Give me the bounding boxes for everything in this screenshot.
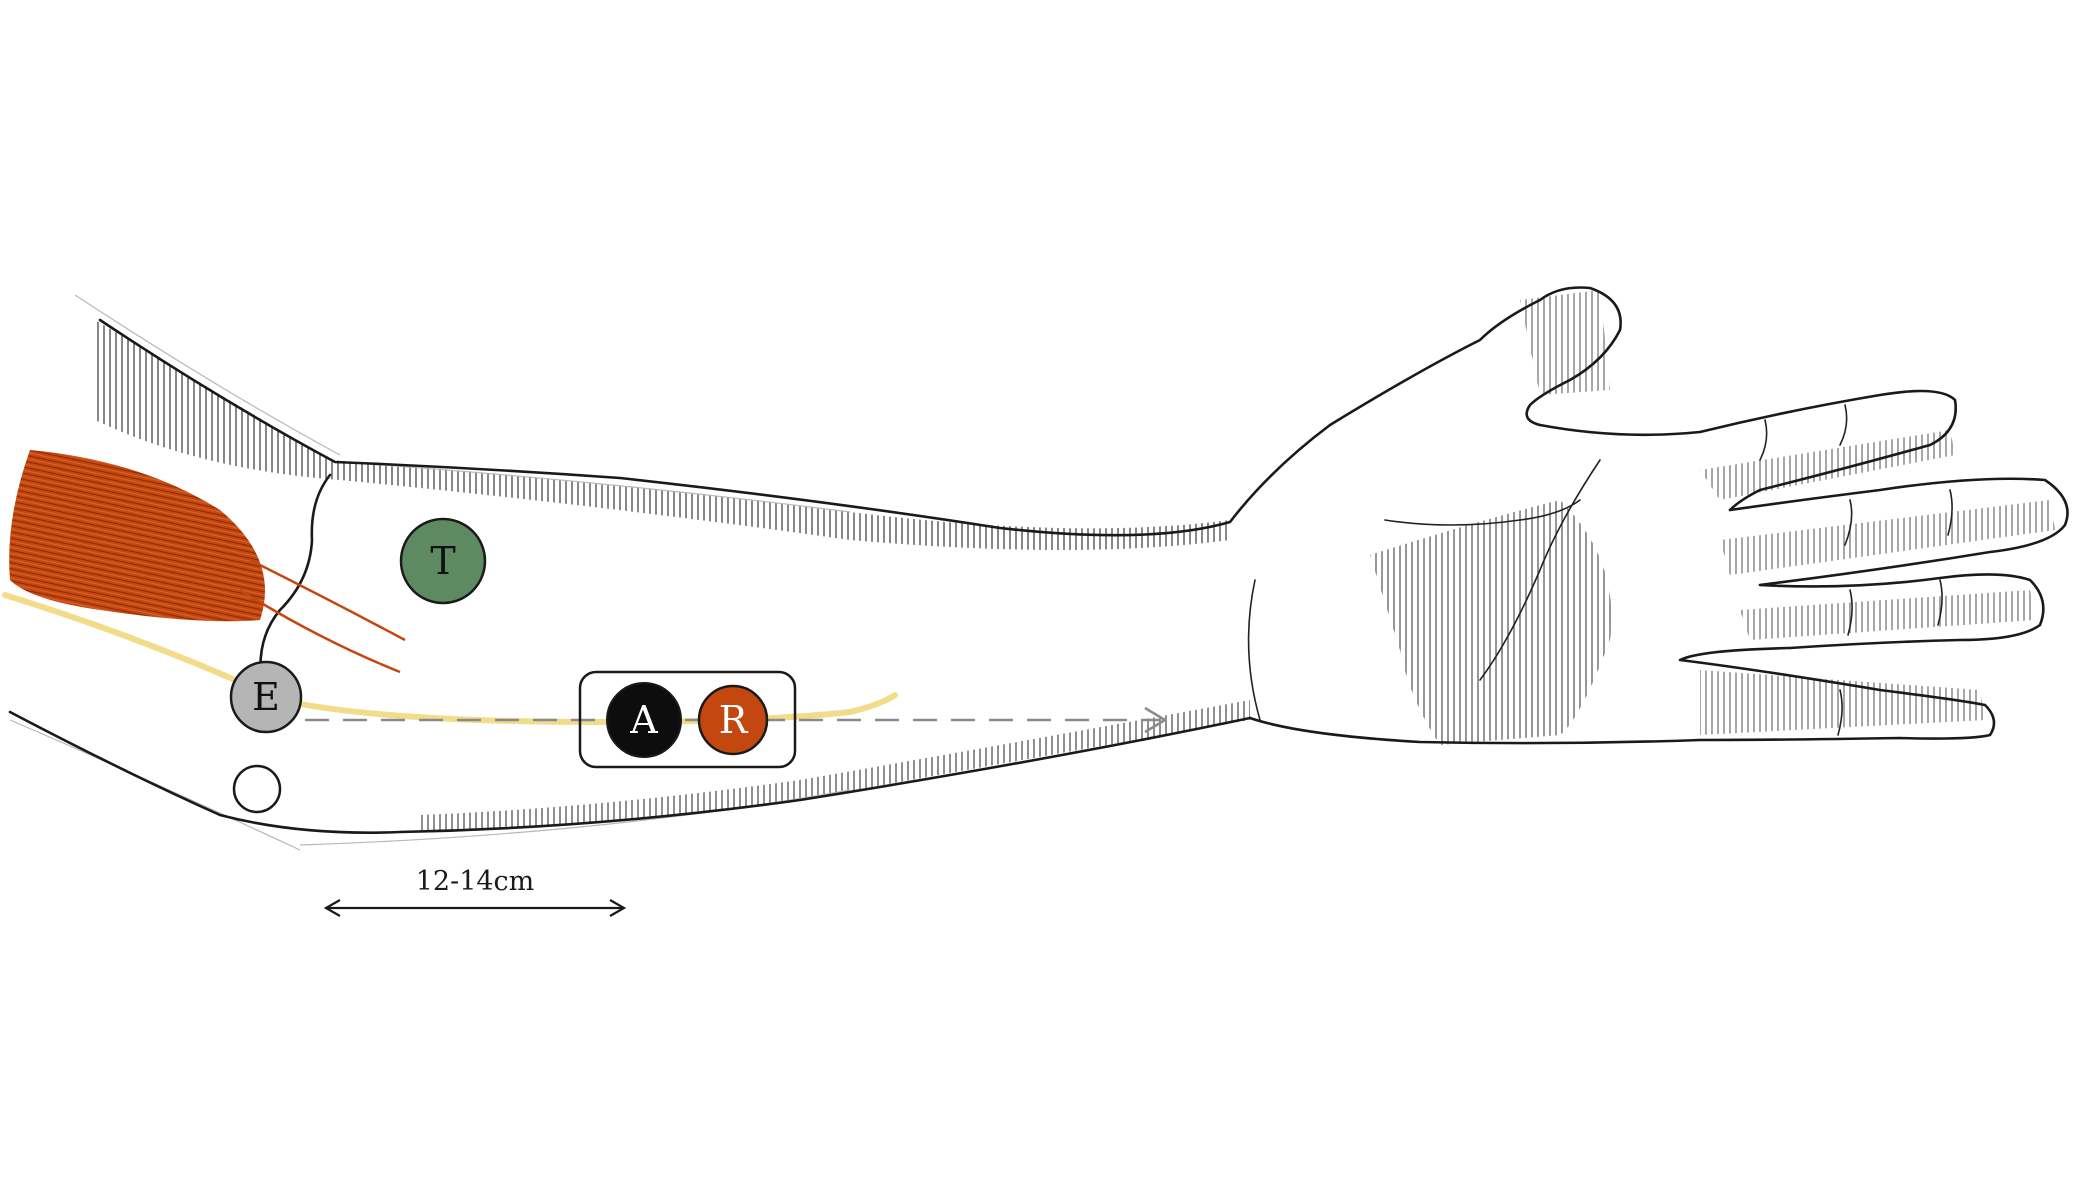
palm-lower-outline	[1248, 716, 1702, 745]
marker-a: A	[606, 682, 682, 758]
marker-t-circle	[399, 517, 487, 605]
palm-shading	[1370, 500, 1612, 745]
marker-empty-circle	[232, 764, 282, 814]
marker-r-circle	[697, 684, 769, 756]
finger-shading	[1520, 290, 2055, 735]
thumb-outline	[1525, 286, 1622, 427]
forearm-underside-shading	[420, 700, 1250, 832]
marker-a-label: A	[629, 698, 658, 742]
middle-finger-outline	[1728, 477, 2069, 587]
marker-t-label: T	[430, 539, 455, 583]
ring-finger-outline	[1758, 573, 2045, 650]
measurement-arrow	[323, 899, 627, 917]
marker-e: E	[229, 660, 303, 734]
marker-e-label: E	[252, 675, 280, 719]
marker-r: R	[697, 684, 769, 756]
forearm-muscle	[9, 450, 265, 622]
forearm-bottom-outline	[8, 710, 1252, 834]
electrode-holder	[578, 670, 797, 769]
palm-crease-main	[1479, 459, 1601, 681]
measurement-label: 12-14cm	[416, 866, 535, 897]
muscle-tendon-upper	[249, 558, 406, 642]
little-finger-outline	[1678, 646, 1996, 742]
marker-a-circle	[606, 682, 682, 758]
wrist-crease	[1247, 579, 1261, 721]
elbow-contour	[259, 473, 332, 687]
palm-crease-life	[1384, 499, 1581, 526]
marker-r-label: R	[719, 698, 749, 742]
upper-arm-top-outline	[98, 298, 1542, 537]
knuckle-creases	[1759, 404, 1953, 736]
index-finger-outline	[1538, 389, 1958, 512]
muscle-tendon-lower	[239, 588, 401, 674]
guide-arrow-head	[1144, 706, 1168, 734]
nerve-path	[2, 592, 898, 726]
sketch-line-upper	[74, 294, 851, 513]
marker-t: T	[399, 517, 487, 605]
upper-arm-shading	[95, 320, 1230, 550]
marker-empty	[232, 764, 282, 814]
marker-e-circle	[229, 660, 303, 734]
